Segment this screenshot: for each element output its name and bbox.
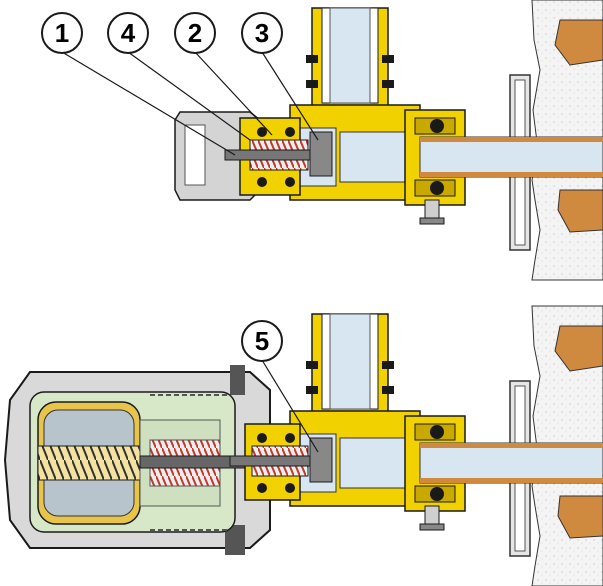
valve-assembly-bottom — [3, 305, 603, 586]
callout-1: 1 — [41, 12, 83, 54]
callout-4-label: 4 — [121, 18, 136, 48]
callout-4: 4 — [107, 12, 149, 54]
callout-5: 5 — [241, 320, 283, 362]
valve-assembly-top — [174, 0, 603, 281]
leader-lines-top — [61, 51, 319, 156]
callout-2-label: 2 — [188, 18, 202, 48]
callout-2: 2 — [174, 12, 216, 54]
callout-5-label: 5 — [255, 326, 269, 356]
thermostatic-head — [3, 365, 271, 555]
callout-3: 3 — [241, 12, 283, 54]
callout-3-label: 3 — [255, 18, 269, 48]
leader-line-5 — [261, 359, 319, 453]
callout-1-label: 1 — [55, 18, 69, 48]
